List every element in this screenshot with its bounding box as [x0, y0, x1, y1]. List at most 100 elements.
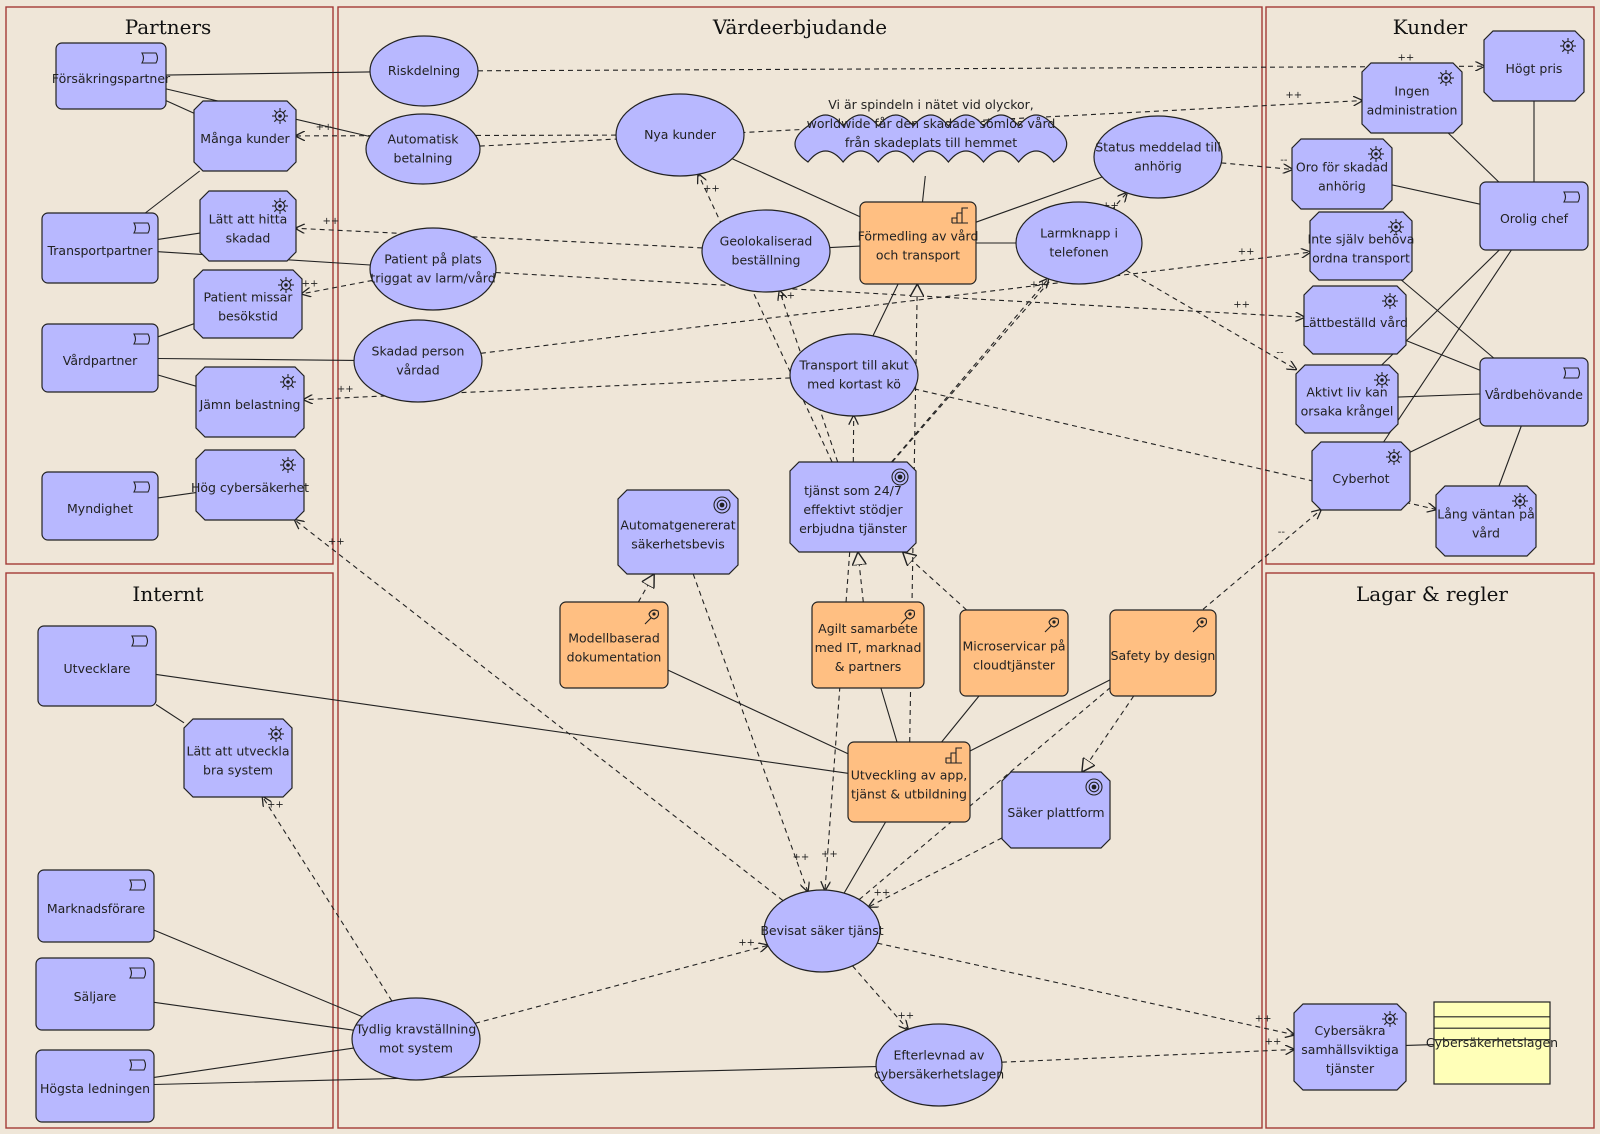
node-shape: [847, 741, 971, 823]
node-shape: [1479, 357, 1589, 427]
edge-line: [157, 232, 201, 240]
node-forsakringspartner[interactable]: Försäkringspartner: [52, 42, 171, 110]
actor-icon: [133, 481, 151, 493]
node-label: Cybersäkra: [1314, 1023, 1385, 1038]
edge-line: [1447, 132, 1500, 183]
edge-line: [975, 176, 1103, 223]
node-label: och transport: [876, 248, 960, 263]
node-vision[interactable]: Vi är spindeln i nätet vid olyckor,world…: [794, 97, 1068, 163]
node-hogsta-ledningen[interactable]: Högsta ledningen: [35, 1049, 155, 1123]
edge-line: [295, 520, 784, 902]
node-transportpartner[interactable]: Transportpartner: [41, 212, 159, 284]
edge-efterlevnad-to-cybersakra-tjanster: ++: [1001, 1037, 1294, 1063]
edge-line: [153, 929, 363, 1018]
node-utvecklare[interactable]: Utvecklare: [37, 625, 157, 707]
node-safety-design[interactable]: Safety by design: [1109, 609, 1217, 697]
edge-line: [1391, 184, 1481, 205]
panel-title-kunder: Kunder: [1393, 15, 1468, 39]
node-vardbehovande[interactable]: Vårdbehövande: [1479, 357, 1589, 427]
node-nya-kunder[interactable]: Nya kunder: [615, 93, 745, 177]
node-label: Status meddelad till: [1095, 140, 1221, 155]
node-orolig-chef[interactable]: Orolig chef: [1479, 181, 1589, 251]
node-bevisat-saker[interactable]: Bevisat säker tjänst: [760, 889, 884, 973]
node-shape: [37, 869, 155, 943]
node-saljare[interactable]: Säljare: [35, 957, 155, 1031]
edge-bevisat-saker-to-hog-cyber: ++: [295, 520, 784, 902]
edge-line: [1400, 279, 1495, 359]
node-manga-kunder[interactable]: Många kunder: [193, 100, 297, 172]
node-label: Aktivt liv kan: [1306, 385, 1387, 400]
node-hog-cyber[interactable]: Hög cybersäkerhet: [191, 449, 309, 521]
edge-line: [880, 687, 898, 743]
node-cyberlagen[interactable]: Cybersäkerhetslagen: [1426, 1001, 1558, 1085]
edge-agilt-to-tjanst-247: [858, 552, 863, 603]
node-saker-plattform[interactable]: Säker plattform: [1001, 771, 1111, 849]
node-label: beställning: [732, 253, 801, 268]
edge-line: [144, 170, 201, 214]
edge-utveckling-to-utvecklare: [155, 673, 849, 774]
node-label: Cybersäkerhetslagen: [1426, 1035, 1558, 1050]
node-jamn-belastning[interactable]: Jämn belastning: [195, 366, 305, 438]
edge-vardbehovande-to-aktivt-liv: [1397, 393, 1481, 398]
node-myndighet[interactable]: Myndighet: [41, 471, 159, 541]
edge-orolig-chef-to-cyberhot: [1383, 249, 1512, 443]
node-label: från skadeplats till hemmet: [845, 135, 1017, 150]
panel-title-vardeerbjudande: Värdeerbjudande: [712, 15, 887, 39]
node-label: Jämn belastning: [199, 397, 301, 412]
node-label: Ingen: [1394, 84, 1429, 99]
principle-icon: [644, 609, 660, 625]
edge-line: [157, 323, 195, 338]
edge-vardpartner-to-jamn-belastning: [157, 374, 197, 387]
node-shape: [41, 471, 159, 541]
actor-icon: [131, 635, 149, 647]
driver-icon: [1438, 70, 1454, 86]
node-lattbestalld[interactable]: Lättbeställd vård: [1302, 285, 1408, 355]
node-utveckling[interactable]: Utveckling av app,tjänst & utbildning: [847, 741, 971, 823]
node-hogt-pris[interactable]: Högt pris: [1483, 30, 1585, 102]
edge-vardpartner-to-skadad-vardad: [157, 357, 355, 361]
edge-forsakringspartner-to-manga-kunder: [165, 100, 195, 114]
node-label: Patient på plats: [384, 252, 482, 267]
edge-line: [858, 510, 1320, 901]
node-shape: [1293, 1003, 1407, 1091]
node-label: Högsta ledningen: [40, 1081, 150, 1096]
node-shape: [353, 319, 483, 403]
edge-efterlevnad-to-hogsta-ledningen: [153, 1066, 877, 1086]
edge-line: [843, 821, 887, 894]
edge-influence-label: ++: [267, 799, 284, 810]
node-cyberhot[interactable]: Cyberhot: [1311, 441, 1411, 511]
node-marknadsforare[interactable]: Marknadsförare: [37, 869, 155, 943]
node-shape: [859, 201, 977, 285]
node-riskdelning[interactable]: Riskdelning: [369, 35, 479, 107]
node-label: Inte själv behöva: [1308, 232, 1415, 247]
node-vardpartner[interactable]: Vårdpartner: [41, 323, 159, 393]
node-shape: [41, 212, 159, 284]
edge-line: [872, 283, 899, 337]
node-label: Bevisat säker tjänst: [760, 923, 883, 938]
node-label: Högt pris: [1506, 61, 1563, 76]
